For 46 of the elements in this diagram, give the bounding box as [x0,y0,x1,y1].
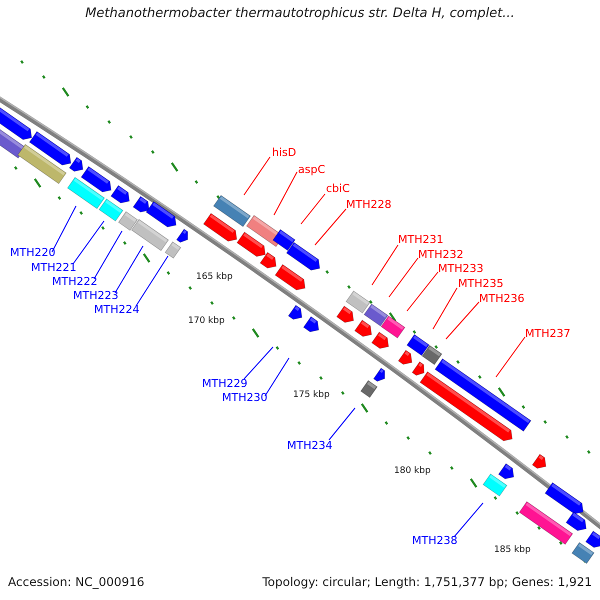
gene-label: MTH224 [94,303,140,316]
scale-label: 165 kbp [196,272,233,283]
scale-label: 175 kbp [293,390,330,401]
leader-line [406,272,438,312]
leader-line [274,172,298,216]
gene-label: MTH230 [222,391,268,404]
scale-label: 185 kbp [494,545,531,556]
leader-line [136,256,168,306]
gene-label: MTH221 [31,261,76,274]
gene-label: MTH238 [412,534,458,548]
gene-label: MTH235 [458,277,504,290]
accession-text: Accession: NC_000916 [8,575,144,590]
gene-label: hisD [272,146,296,160]
gene-label: MTH229 [202,377,248,390]
gene-label: MTH233 [438,262,484,276]
scale-label: 170 kbp [188,316,225,327]
gene-label: MTH232 [418,248,464,262]
gene-label: MTH223 [73,289,118,302]
leader-line [94,230,122,280]
gene-label: MTH222 [52,275,98,288]
leader-line [72,220,104,264]
gene-label: MTH237 [525,327,570,340]
leader-line [328,408,356,440]
gene-label: MTH236 [479,292,524,306]
gene-label: MTH220 [10,246,56,260]
gene-label: MTH234 [287,439,332,452]
leader-line [244,156,270,196]
genome-info-text: Topology: circular; Length: 1,751,377 bp; Genes: 1,921 [262,575,592,590]
leader-line [264,358,290,396]
leader-line [52,206,76,252]
leader-line [432,288,458,330]
gene-label: MTH231 [398,233,444,246]
leader-line [314,208,346,246]
title: Methanothermobacter thermautotrophicus str. Delta H, complet... [84,6,516,22]
gene-label: MTH228 [346,198,392,212]
leader-line [114,246,144,294]
leader-line [244,346,274,380]
leader-line [300,194,326,224]
scale-label: 180 kbp [394,466,431,477]
gene-label: cbiC [326,182,350,196]
gene-label: aspC [298,163,326,176]
leader-line [388,258,418,298]
leader-line [496,336,526,378]
leader-line [446,302,480,340]
leader-line [372,244,398,286]
leader-line [454,502,484,538]
